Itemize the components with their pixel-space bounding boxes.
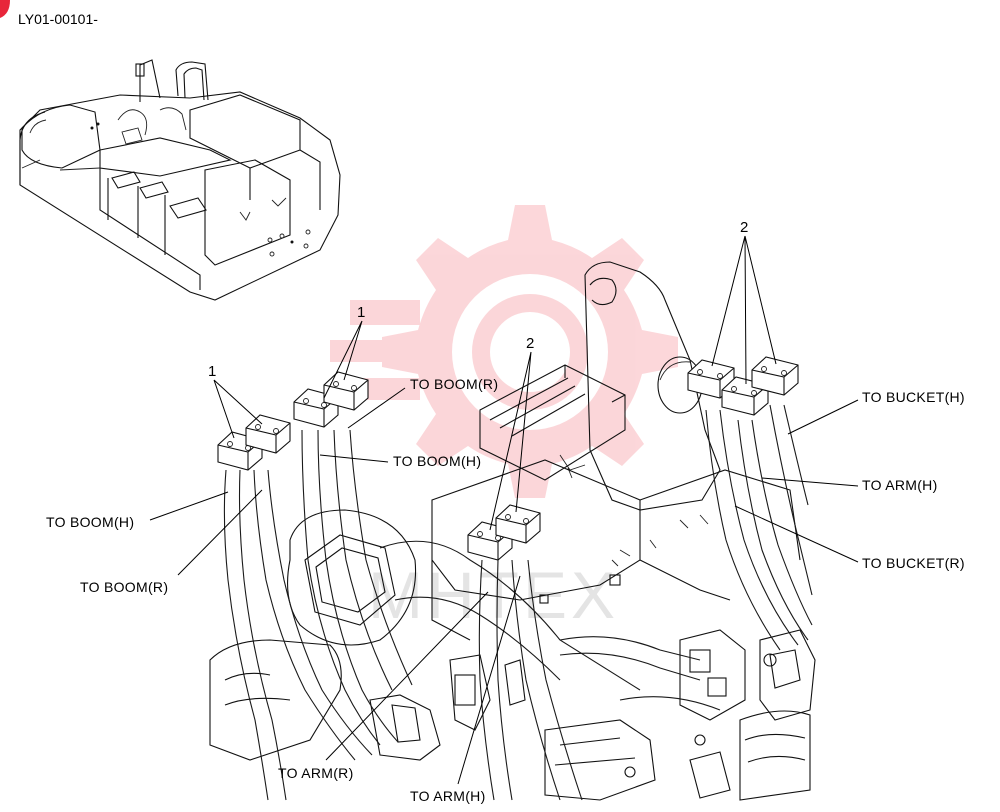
callout-2-mid: 2 bbox=[489, 335, 534, 531]
machine-overview-sketch bbox=[19, 59, 341, 301]
svg-text:TO BUCKET(H): TO BUCKET(H) bbox=[862, 389, 965, 405]
label-to-arm-r-bottom: TO ARM(R) bbox=[278, 591, 489, 781]
svg-text:TO ARM(H): TO ARM(H) bbox=[410, 788, 486, 804]
label-to-boom-h-left: TO BOOM(H) bbox=[46, 491, 229, 530]
callout-1-mid: 1 bbox=[323, 304, 365, 399]
label-to-arm-h-right: TO ARM(H) bbox=[761, 477, 938, 493]
watermark-text: MHTEX bbox=[368, 558, 619, 632]
fitting-blocks bbox=[217, 356, 799, 561]
hydraulic-hoses bbox=[223, 404, 813, 801]
svg-text:TO BOOM(H): TO BOOM(H) bbox=[46, 514, 134, 530]
label-to-boom-r-top: TO BOOM(R) bbox=[347, 376, 498, 429]
corner-mark bbox=[0, 0, 10, 18]
callout-1-left: 1 bbox=[208, 363, 263, 439]
callout-2-right: 2 bbox=[711, 219, 777, 385]
svg-text:2: 2 bbox=[526, 335, 534, 352]
label-to-arm-h-bottom: TO ARM(H) bbox=[410, 575, 521, 804]
label-to-bucket-r: TO BUCKET(R) bbox=[734, 505, 965, 571]
svg-text:TO ARM(R): TO ARM(R) bbox=[278, 765, 354, 781]
main-structure-sketch bbox=[209, 261, 816, 801]
svg-text:TO BOOM(R): TO BOOM(R) bbox=[410, 376, 498, 392]
label-to-boom-h-mid: TO BOOM(H) bbox=[319, 453, 481, 469]
svg-text:TO BUCKET(R): TO BUCKET(R) bbox=[862, 555, 965, 571]
label-to-boom-r-left: TO BOOM(R) bbox=[80, 489, 263, 595]
watermark-gear-logo bbox=[330, 205, 678, 498]
svg-text:2: 2 bbox=[740, 219, 748, 236]
svg-text:TO BOOM(H): TO BOOM(H) bbox=[393, 453, 481, 469]
svg-text:TO ARM(H): TO ARM(H) bbox=[862, 477, 938, 493]
svg-text:TO BOOM(R): TO BOOM(R) bbox=[80, 579, 168, 595]
svg-text:1: 1 bbox=[357, 304, 365, 321]
document-code: LY01-00101- bbox=[18, 11, 98, 27]
label-to-bucket-h: TO BUCKET(H) bbox=[787, 389, 965, 435]
svg-text:1: 1 bbox=[208, 363, 216, 380]
